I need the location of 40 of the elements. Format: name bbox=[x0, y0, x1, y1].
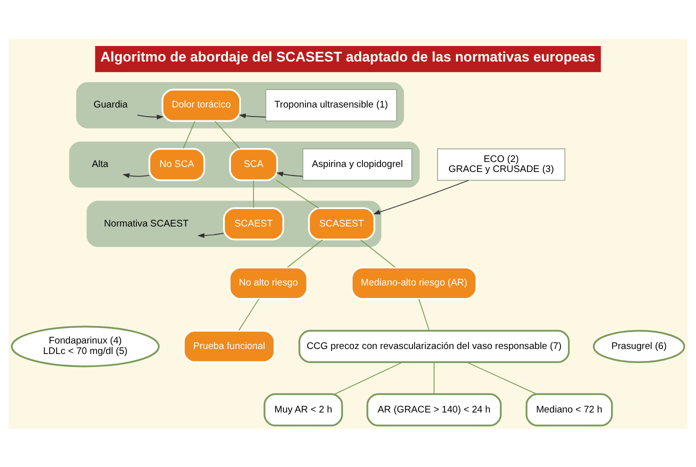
connector bbox=[214, 120, 240, 148]
connector bbox=[238, 298, 260, 330]
arrow bbox=[276, 171, 304, 176]
node-box: No alto riesgo bbox=[228, 266, 308, 300]
connector bbox=[253, 180, 254, 208]
connector bbox=[434, 361, 435, 394]
node-box: Troponina ultrasensible (1) bbox=[265, 88, 398, 121]
arrow bbox=[197, 232, 224, 238]
cluster bbox=[69, 140, 420, 188]
connector bbox=[360, 238, 396, 268]
node-text: Guardia bbox=[94, 99, 128, 110]
arrow bbox=[122, 172, 150, 178]
node-box: SCASEST bbox=[308, 206, 376, 240]
node-box: AR (GRACE > 140) < 24 h bbox=[366, 392, 502, 426]
connector bbox=[466, 361, 538, 394]
arrow bbox=[373, 179, 469, 214]
connector bbox=[334, 361, 403, 394]
arrow bbox=[238, 112, 266, 118]
node-ellipse: Prasugrel (6) bbox=[592, 329, 686, 363]
node-box: Muy AR < 2 h bbox=[264, 392, 343, 426]
arrow bbox=[137, 114, 164, 119]
node-box: SCA bbox=[229, 148, 278, 181]
node-box: No SCA bbox=[148, 148, 206, 181]
node-text: Normativa SCAEST bbox=[104, 218, 189, 229]
connector bbox=[418, 298, 430, 330]
node-box: Dolor torácico bbox=[162, 88, 241, 122]
diagram-title: Algoritmo de abordaje del SCASEST adaptado de las normativas europeas bbox=[100, 48, 596, 64]
node-box: Prueba funcional bbox=[182, 329, 276, 363]
connector bbox=[276, 179, 320, 208]
node-box: Mediano-alto riesgo (AR) bbox=[350, 266, 478, 300]
cluster bbox=[76, 82, 404, 128]
node-ellipse: Fondaparinux (4) LDLc < 70 mg/dl (5) bbox=[10, 325, 160, 367]
connector bbox=[182, 120, 196, 148]
node-box: CCG precoz con revascularización del vaso responsable (7) bbox=[298, 329, 570, 363]
node-box: Mediano < 72 h bbox=[526, 392, 613, 426]
node-box: SCAEST bbox=[223, 206, 284, 240]
node-box: ECO (2) GRACE y CRUSADE (3) bbox=[437, 148, 566, 180]
node-text: Alta bbox=[92, 158, 108, 170]
node-box: Aspirina y clopidogrel bbox=[302, 148, 412, 180]
connector bbox=[287, 238, 323, 268]
